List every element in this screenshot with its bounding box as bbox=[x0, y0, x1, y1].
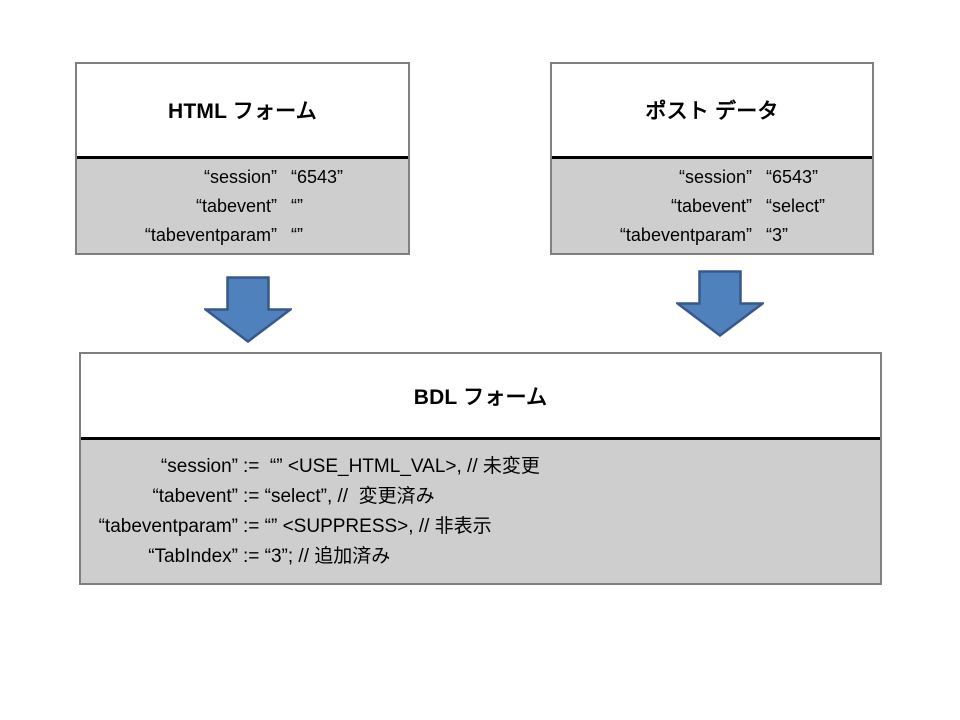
field-name: “TabIndex” bbox=[148, 545, 238, 567]
table-row: “session” := “” <USE_HTML_VAL>, // 未変更 bbox=[81, 452, 880, 482]
table-row: “tabeventparam” “3” bbox=[552, 221, 872, 250]
table-row: “tabeventparam” “” bbox=[77, 221, 408, 250]
field-value: “” bbox=[291, 224, 303, 245]
post-data-header: ポスト データ bbox=[552, 64, 872, 159]
post-data-title: ポスト データ bbox=[645, 100, 779, 123]
field-value: “6543” bbox=[291, 166, 344, 187]
down-arrow-icon bbox=[676, 270, 764, 337]
field-name: “tabeventparam” bbox=[98, 515, 238, 537]
field-value: “3” bbox=[766, 224, 788, 245]
post-data-body: “session” “6543” “tabevent” “select” “ta… bbox=[552, 159, 872, 253]
field-name: “tabeventparam” bbox=[144, 224, 277, 245]
bdl-form-header: BDL フォーム bbox=[81, 354, 880, 440]
table-row: “tabevent” “select” bbox=[552, 192, 872, 221]
bdl-form-title: BDL フォーム bbox=[413, 385, 548, 409]
field-name: “session” bbox=[678, 166, 752, 187]
field-name: “tabevent” bbox=[670, 195, 752, 216]
field-value: := “” <USE_HTML_VAL>, // 未変更 bbox=[243, 455, 540, 477]
field-value: := “” <SUPPRESS>, // 非表示 bbox=[243, 515, 492, 537]
field-name: “tabevent” bbox=[152, 485, 238, 507]
field-value: “” bbox=[291, 195, 303, 216]
field-name: “tabeventparam” bbox=[619, 224, 752, 245]
field-value: := “3”; // 追加済み bbox=[243, 545, 391, 567]
table-row: “session” “6543” bbox=[552, 163, 872, 192]
table-row: “tabevent” “” bbox=[77, 192, 408, 221]
table-row: “TabIndex” := “3”; // 追加済み bbox=[81, 542, 880, 572]
html-form-body: “session” “6543” “tabevent” “” “tabevent… bbox=[77, 159, 408, 253]
table-row: “tabevent” := “select”, // 変更済み bbox=[81, 482, 880, 512]
bdl-form-body: “session” := “” <USE_HTML_VAL>, // 未変更 “… bbox=[81, 440, 880, 583]
field-value: “select” bbox=[766, 195, 826, 216]
html-form-header: HTML フォーム bbox=[77, 64, 408, 159]
html-form-title: HTML フォーム bbox=[168, 100, 317, 123]
table-row: “tabeventparam” := “” <SUPPRESS>, // 非表示 bbox=[81, 512, 880, 542]
html-form-box: HTML フォーム “session” “6543” “tabevent” “”… bbox=[75, 62, 410, 255]
field-value: := “select”, // 変更済み bbox=[243, 485, 435, 507]
table-row: “session” “6543” bbox=[77, 163, 408, 192]
field-name: “tabevent” bbox=[195, 195, 277, 216]
bdl-form-box: BDL フォーム “session” := “” <USE_HTML_VAL>,… bbox=[79, 352, 882, 585]
down-arrow-icon bbox=[204, 276, 292, 343]
field-name: “session” bbox=[160, 455, 238, 477]
field-value: “6543” bbox=[766, 166, 819, 187]
post-data-box: ポスト データ “session” “6543” “tabevent” “sel… bbox=[550, 62, 874, 255]
field-name: “session” bbox=[203, 166, 277, 187]
